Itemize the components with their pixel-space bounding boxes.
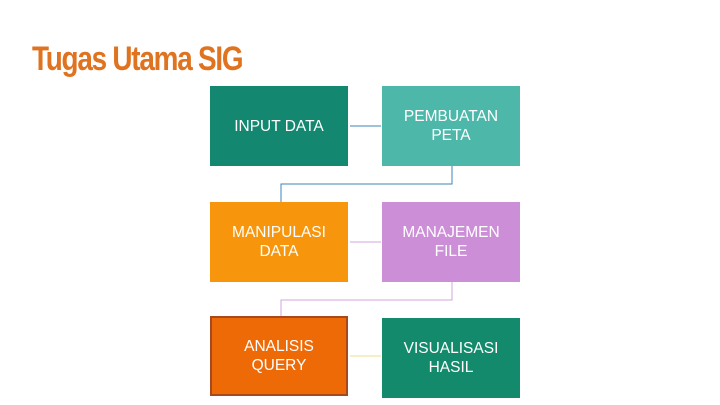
slide-title: Tugas Utama SIG <box>32 40 244 78</box>
box-label: INPUT DATA <box>234 117 324 135</box>
box-input-data: INPUT DATA <box>210 86 348 166</box>
connector-row2-to-row3 <box>280 282 453 316</box>
connector-row1-to-row2 <box>280 166 453 202</box>
